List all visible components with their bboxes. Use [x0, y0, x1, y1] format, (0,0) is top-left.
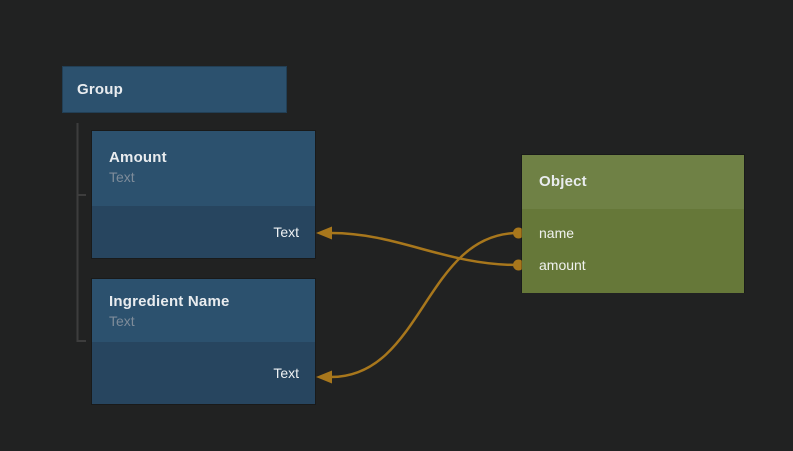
node-object-header: Object [522, 155, 744, 209]
node-object-title: Object [539, 173, 587, 190]
node-ingredient-title: Ingredient Name [109, 293, 230, 310]
output-row-amount[interactable]: amount [522, 249, 744, 281]
node-ingredient-text-input-row[interactable]: Text [92, 342, 315, 404]
node-object[interactable]: Object name amount [521, 154, 745, 293]
node-amount-type-label: Text [109, 169, 135, 185]
arrowhead-amount-text-input [316, 226, 332, 240]
node-object-outputs: name amount [522, 209, 744, 293]
port-object-amount-output[interactable] [513, 259, 524, 271]
node-group-title: Group [77, 80, 123, 98]
output-row-name[interactable]: name [522, 217, 744, 249]
wire-object-name-to-ingredient-text[interactable] [330, 231, 519, 379]
node-amount[interactable]: Amount Text Text [91, 130, 316, 259]
output-amount-label: amount [539, 257, 586, 273]
node-amount-input-label: Text [273, 224, 299, 240]
node-ingredient-name[interactable]: Ingredient Name Text Text [91, 278, 316, 405]
node-amount-text-input-row[interactable]: Text [92, 206, 315, 258]
node-amount-title: Amount [109, 149, 167, 166]
wire-object-amount-to-amount-text[interactable] [330, 231, 519, 267]
node-amount-header: Amount Text [92, 131, 315, 206]
port-object-name-output[interactable] [513, 227, 524, 239]
arrowhead-ingredient-text-input [316, 370, 332, 384]
tree-connector-line [76, 123, 86, 342]
node-ingredient-type-label: Text [109, 313, 135, 329]
output-name-label: name [539, 225, 575, 241]
node-group[interactable]: Group [62, 66, 287, 113]
node-ingredient-input-label: Text [273, 365, 299, 381]
node-ingredient-header: Ingredient Name Text [92, 279, 315, 342]
